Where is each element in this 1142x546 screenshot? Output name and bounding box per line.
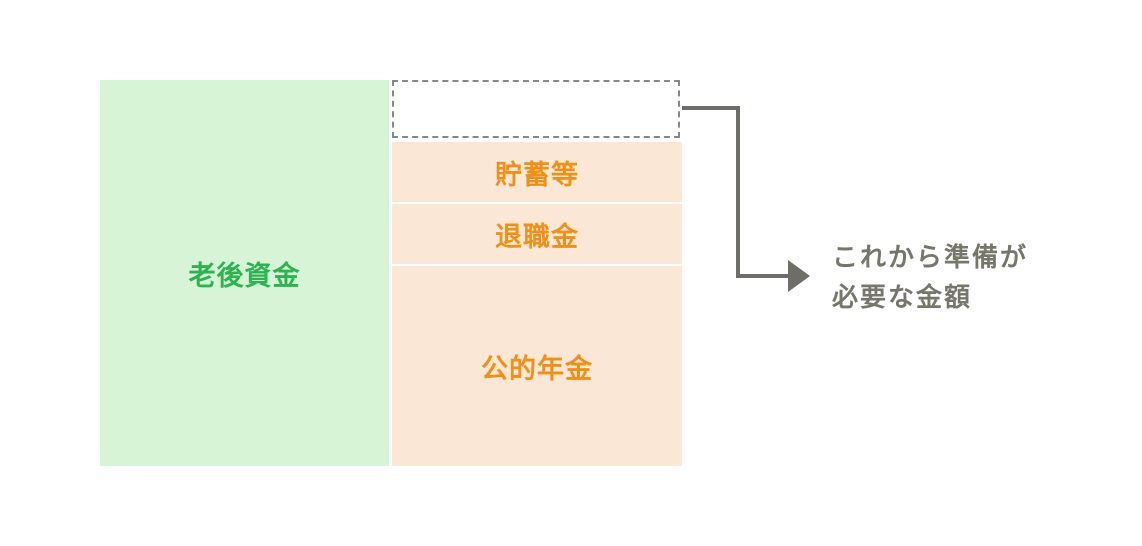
callout-line-1: これから準備が xyxy=(832,243,1029,273)
savings-label: 貯蓄等 xyxy=(495,159,579,191)
callout-text: これから準備が 必要な金額 xyxy=(832,238,1092,318)
retirement-funds-block: 老後資金 xyxy=(100,80,389,466)
retirement-funds-label: 老後資金 xyxy=(188,260,301,292)
pension-block: 公的年金 xyxy=(392,266,682,466)
arrow-head-icon xyxy=(788,260,810,292)
severance-block: 退職金 xyxy=(392,204,682,264)
connector-line xyxy=(682,106,790,278)
needed-amount-slot xyxy=(392,80,680,138)
severance-label: 退職金 xyxy=(495,221,579,253)
callout-line-2: 必要な金額 xyxy=(832,283,973,313)
savings-block: 貯蓄等 xyxy=(392,142,682,202)
pension-label: 公的年金 xyxy=(481,353,593,385)
